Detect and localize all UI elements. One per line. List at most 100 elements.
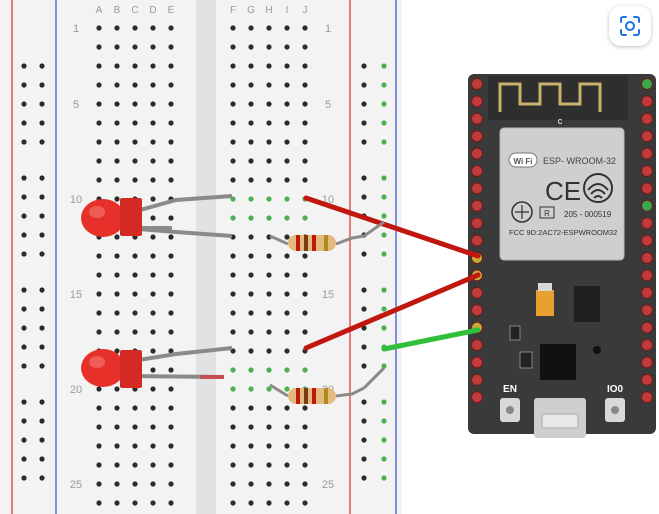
breadboard-hole	[302, 215, 308, 221]
breadboard-hole	[284, 82, 290, 88]
breadboard-hole	[284, 462, 290, 468]
esp32-pin	[641, 199, 653, 212]
breadboard-hole	[132, 253, 138, 259]
breadboard-hole	[114, 405, 120, 411]
esp32-pin	[641, 252, 653, 264]
breadboard-hole	[96, 443, 102, 449]
breadboard-hole	[168, 215, 174, 221]
breadboard-hole	[150, 367, 156, 373]
breadboard-hole	[150, 177, 156, 183]
column-letter: H	[265, 5, 272, 16]
rail-hole	[39, 194, 45, 200]
breadboard-hole	[132, 329, 138, 335]
rail-hole	[39, 437, 45, 443]
rail-hole	[21, 306, 27, 312]
rail-hole	[361, 344, 367, 350]
column-letter: E	[168, 5, 175, 16]
breadboard-hole	[96, 177, 102, 183]
breadboard-hole	[96, 101, 102, 107]
breadboard-hole	[150, 120, 156, 126]
rail-hole	[39, 82, 45, 88]
rail-hole	[39, 475, 45, 481]
esp32-pin	[641, 165, 653, 177]
breadboard-hole	[302, 462, 308, 468]
rail-hole	[39, 363, 45, 369]
rail-hole	[21, 399, 27, 405]
lens-icon	[620, 16, 640, 36]
breadboard-hole	[284, 386, 290, 392]
breadboard-hole	[302, 158, 308, 164]
breadboard-hole	[114, 82, 120, 88]
rail-hole	[21, 287, 27, 293]
rail-hole	[381, 456, 387, 462]
breadboard-hole	[114, 196, 120, 202]
breadboard-hole	[230, 253, 236, 259]
rail-hole	[21, 213, 27, 219]
esp32-pin	[641, 269, 653, 282]
breadboard-hole	[132, 500, 138, 506]
rail-hole	[361, 475, 367, 481]
breadboard-hole	[114, 101, 120, 107]
breadboard-hole	[284, 63, 290, 69]
breadboard-hole	[96, 253, 102, 259]
breadboard-hole	[284, 253, 290, 259]
breadboard-hole	[230, 44, 236, 50]
rail-hole	[361, 287, 367, 293]
breadboard-hole	[302, 139, 308, 145]
breadboard-hole	[248, 253, 254, 259]
breadboard-hole	[230, 500, 236, 506]
column-letter: F	[230, 5, 236, 16]
breadboard-hole	[150, 310, 156, 316]
breadboard-hole	[248, 443, 254, 449]
breadboard-hole	[132, 481, 138, 487]
esp32-pin	[641, 78, 653, 90]
breadboard-hole	[230, 386, 236, 392]
rail-hole	[39, 325, 45, 331]
breadboard-hole	[96, 329, 102, 335]
breadboard-hole	[96, 405, 102, 411]
breadboard-hole	[302, 424, 308, 430]
breadboard-hole	[284, 158, 290, 164]
rail-hole	[361, 306, 367, 312]
esp32-pin	[471, 78, 483, 90]
wire-gray-rail-bottom	[362, 366, 386, 390]
breadboard-hole	[230, 120, 236, 126]
esp32-pin	[471, 286, 483, 299]
breadboard-hole	[96, 139, 102, 145]
lens-button[interactable]	[609, 6, 651, 46]
breadboard-hole	[248, 25, 254, 31]
esp32-pin	[641, 234, 653, 247]
breadboard-hole	[266, 272, 272, 278]
breadboard-hole	[248, 215, 254, 221]
breadboard-hole	[230, 215, 236, 221]
breadboard-hole	[96, 310, 102, 316]
esp32-pin	[641, 182, 653, 195]
rail-hole	[381, 232, 387, 238]
esp32-pin	[641, 286, 653, 299]
rail-hole	[39, 213, 45, 219]
row-number: 1	[73, 23, 79, 35]
en-label: EN	[503, 384, 517, 395]
breadboard-hole	[150, 348, 156, 354]
row-number: 5	[325, 99, 331, 111]
esp32-pin	[471, 112, 483, 125]
rail-hole	[39, 175, 45, 181]
breadboard-hole	[248, 310, 254, 316]
breadboard-hole	[230, 367, 236, 373]
rail-hole	[381, 437, 387, 443]
breadboard-hole	[168, 424, 174, 430]
breadboard-hole	[114, 348, 120, 354]
breadboard-hole	[96, 82, 102, 88]
breadboard-hole	[266, 367, 272, 373]
rail-hole	[381, 325, 387, 331]
breadboard-hole	[114, 310, 120, 316]
io0-label: IO0	[607, 384, 624, 395]
row-number: 25	[322, 479, 334, 491]
rail-hole	[381, 306, 387, 312]
rail-hole	[39, 120, 45, 126]
rail-hole	[21, 344, 27, 350]
breadboard-hole	[132, 158, 138, 164]
breadboard-hole	[302, 310, 308, 316]
breadboard-hole	[150, 253, 156, 259]
rail-hole	[361, 175, 367, 181]
